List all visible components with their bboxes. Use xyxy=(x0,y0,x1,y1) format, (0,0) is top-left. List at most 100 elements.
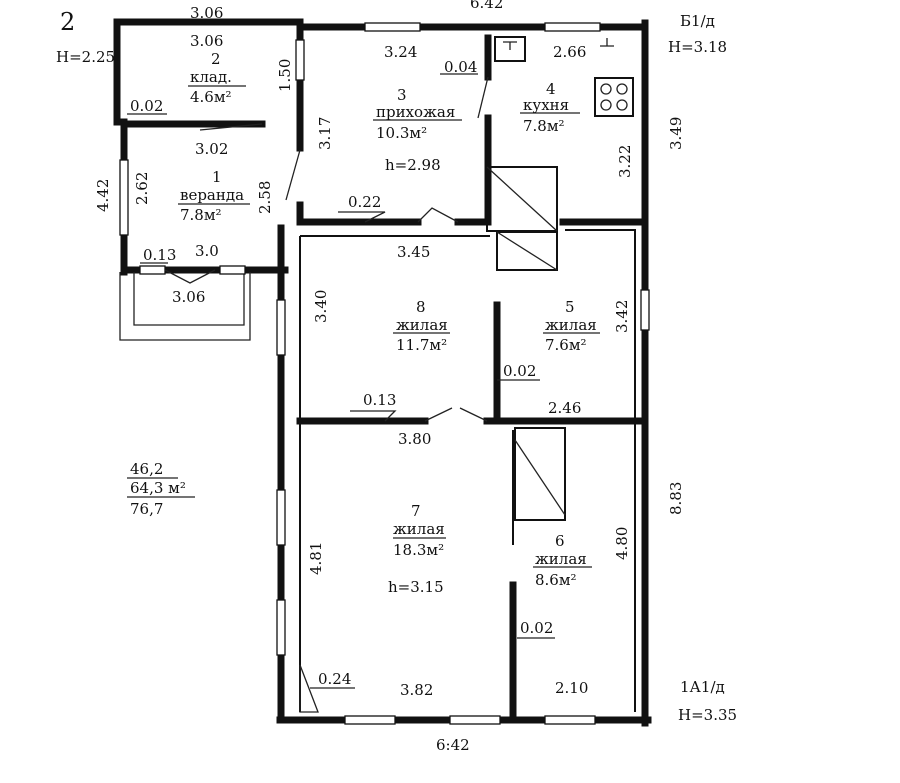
gas-stove xyxy=(594,77,634,117)
room-7-height: h=3.15 xyxy=(388,578,444,596)
leaders xyxy=(127,73,600,689)
dim-013-b: 0.13 xyxy=(363,391,396,409)
room-8-area: 11.7м² xyxy=(396,336,447,354)
stove-hall-diag xyxy=(486,166,558,232)
window-storage-right xyxy=(295,39,305,81)
class-right-bottom: 1А1/д xyxy=(680,678,725,696)
room-8-number: 8 xyxy=(416,298,426,316)
burner-icon xyxy=(616,99,628,111)
dim-342: 3.42 xyxy=(613,300,631,333)
overall-right-lower: 8.83 xyxy=(667,482,685,515)
burner-icon xyxy=(600,83,612,95)
total-line1: 46,2 xyxy=(130,460,163,478)
window-room7-left-b xyxy=(276,599,286,656)
sink-kitchen xyxy=(494,36,526,62)
dim-210: 2.10 xyxy=(555,679,588,697)
window-room6-bottom xyxy=(544,715,596,725)
room-4-name: кухня xyxy=(523,96,569,114)
dim-002-b: 0.02 xyxy=(503,362,536,380)
window-kitchen-top xyxy=(544,22,601,32)
dim-022: 0.22 xyxy=(348,193,381,211)
window-veranda-bottom-a xyxy=(139,265,166,275)
stove-room6-diag xyxy=(514,439,566,516)
inner-wall-right xyxy=(565,229,636,712)
room-4-area: 7.8м² xyxy=(523,117,565,135)
dim-30: 3.0 xyxy=(195,242,219,260)
window-veranda-bottom-b xyxy=(219,265,246,275)
dim-306-in: 3.06 xyxy=(190,32,223,50)
room-1-name: веранда xyxy=(180,186,244,204)
dim-002-a: 0.02 xyxy=(130,97,163,115)
door-hall-room8 xyxy=(417,207,459,223)
room-5-name: жилая xyxy=(545,316,597,334)
room-5-number: 5 xyxy=(565,298,575,316)
height-right-top: H=3.18 xyxy=(668,38,727,56)
dim-480: 4.80 xyxy=(613,527,631,560)
stove-lower xyxy=(496,231,558,271)
window-room5-right xyxy=(640,289,650,331)
stove-room6 xyxy=(514,427,566,521)
room-3-number: 3 xyxy=(397,86,407,104)
dim-302: 3.02 xyxy=(195,140,228,158)
door-veranda-entry xyxy=(164,269,216,284)
window-room7-left-a xyxy=(276,489,286,546)
dim-258: 2.58 xyxy=(256,181,274,214)
room-6-area: 8.6м² xyxy=(535,571,577,589)
room-6-number: 6 xyxy=(555,532,565,550)
window-room7-bottom-b xyxy=(449,715,501,725)
dim-380: 3.80 xyxy=(398,430,431,448)
burner-icon xyxy=(616,83,628,95)
dim-317: 3.17 xyxy=(316,117,334,150)
doors xyxy=(164,76,489,422)
dim-306-top: 3.06 xyxy=(190,4,223,22)
window-room8-left xyxy=(276,299,286,356)
chimney-corner xyxy=(299,664,319,713)
window-veranda-left xyxy=(119,159,129,236)
room-7-name: жилая xyxy=(393,520,445,538)
tap-icon xyxy=(600,38,614,47)
dim-322: 3.22 xyxy=(616,145,634,178)
dim-002-c: 0.02 xyxy=(520,619,553,637)
dim-345: 3.45 xyxy=(397,243,430,261)
leader-013-b xyxy=(350,410,397,422)
room-4-number: 4 xyxy=(546,80,556,98)
overall-left-height: 4.42 xyxy=(94,179,112,212)
dim-324: 3.24 xyxy=(384,43,417,61)
room-2-number: 2 xyxy=(211,50,221,68)
room-2-area: 4.6м² xyxy=(190,88,232,106)
room-7-area: 18.3м² xyxy=(393,541,444,559)
overall-right-upper: 3.49 xyxy=(667,117,685,150)
dim-004: 0.04 xyxy=(444,58,477,76)
stoves xyxy=(299,36,634,713)
dim-382: 3.82 xyxy=(400,681,433,699)
window-room7-bottom-a xyxy=(344,715,396,725)
height-left: H=2.25 xyxy=(56,48,115,66)
porch-outline xyxy=(119,272,251,341)
faucet-icon xyxy=(503,41,517,50)
dim-024: 0.24 xyxy=(318,670,351,688)
leader-022 xyxy=(338,211,386,223)
room-1-area: 7.8м² xyxy=(180,206,222,224)
room-3-name: прихожая xyxy=(376,103,455,121)
room-3-height: h=2.98 xyxy=(385,156,441,174)
dim-262: 2.62 xyxy=(133,172,151,205)
window-hall-top xyxy=(364,22,421,32)
dim-246: 2.46 xyxy=(548,399,581,417)
room-8-name: жилая xyxy=(396,316,448,334)
door-room8-room7 xyxy=(424,407,488,422)
total-line2: 64,3 м² xyxy=(130,479,186,497)
dim-306-bot: 3.06 xyxy=(172,288,205,306)
room-1-number: 1 xyxy=(212,168,222,186)
height-right-bottom: H=3.35 xyxy=(678,706,737,724)
dim-150: 1.50 xyxy=(276,59,294,92)
overall-bottom-width: 6:42 xyxy=(436,736,470,754)
door-storage xyxy=(199,123,263,131)
room-5-area: 7.6м² xyxy=(545,336,587,354)
stove-lower-diag xyxy=(496,231,558,271)
burner-icon xyxy=(600,99,612,111)
class-right-top: Б1/д xyxy=(680,12,715,30)
labels: 2 H=2.25 Б1/д H=3.18 1А1/д H=3.35 6.42 6… xyxy=(56,0,737,754)
room-6-name: жилая xyxy=(535,550,587,568)
room-3-area: 10.3м² xyxy=(376,124,427,142)
